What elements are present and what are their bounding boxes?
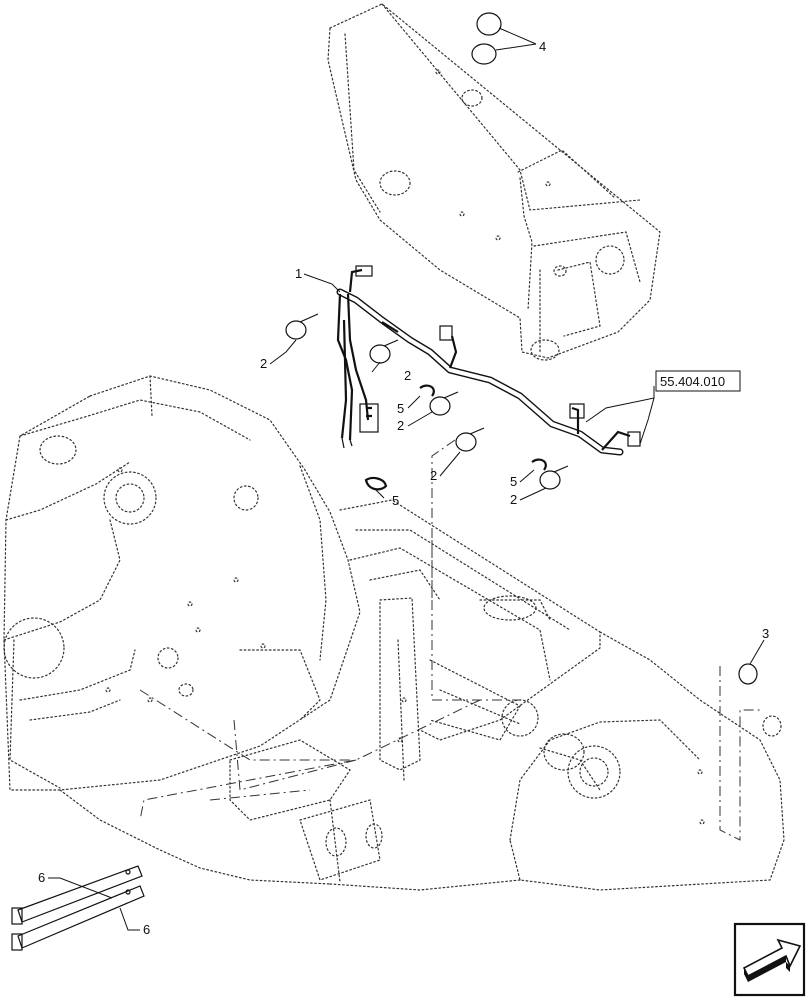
- callout-2: 2: [510, 492, 517, 507]
- wiring-harness: [336, 265, 641, 456]
- plug-3-parts: [738, 663, 782, 737]
- callout-3: 3: [762, 626, 769, 641]
- callout-5: 5: [510, 474, 517, 489]
- callout-6: 6: [143, 922, 150, 937]
- reference-box-label[interactable]: 55.404.010: [660, 374, 725, 389]
- callout-2: 2: [397, 418, 404, 433]
- routing-lines: [139, 439, 760, 841]
- callout-5: 5: [392, 493, 399, 508]
- cable-straps: [11, 865, 145, 951]
- plug-4-parts: [471, 12, 537, 65]
- arrow-nav-icon[interactable]: [733, 922, 806, 997]
- clamps-and-clips: [285, 313, 569, 491]
- frame-section-outline: [299, 499, 785, 891]
- callout-5: 5: [397, 401, 404, 416]
- callout-2: 2: [404, 368, 411, 383]
- callout-6: 6: [38, 870, 45, 885]
- callout-4: 4: [539, 39, 546, 54]
- callout-leaders: [48, 273, 765, 931]
- callout-labels: 4 1 2 2 5 2 2 5 5 2 3 6 6: [38, 39, 769, 937]
- upper-hood-outline: [327, 3, 661, 361]
- callout-2: 2: [260, 356, 267, 371]
- callout-2: 2: [430, 468, 437, 483]
- callout-1: 1: [295, 266, 302, 281]
- reference-box[interactable]: 55.404.010: [655, 370, 741, 392]
- main-chassis-outline: [3, 375, 361, 885]
